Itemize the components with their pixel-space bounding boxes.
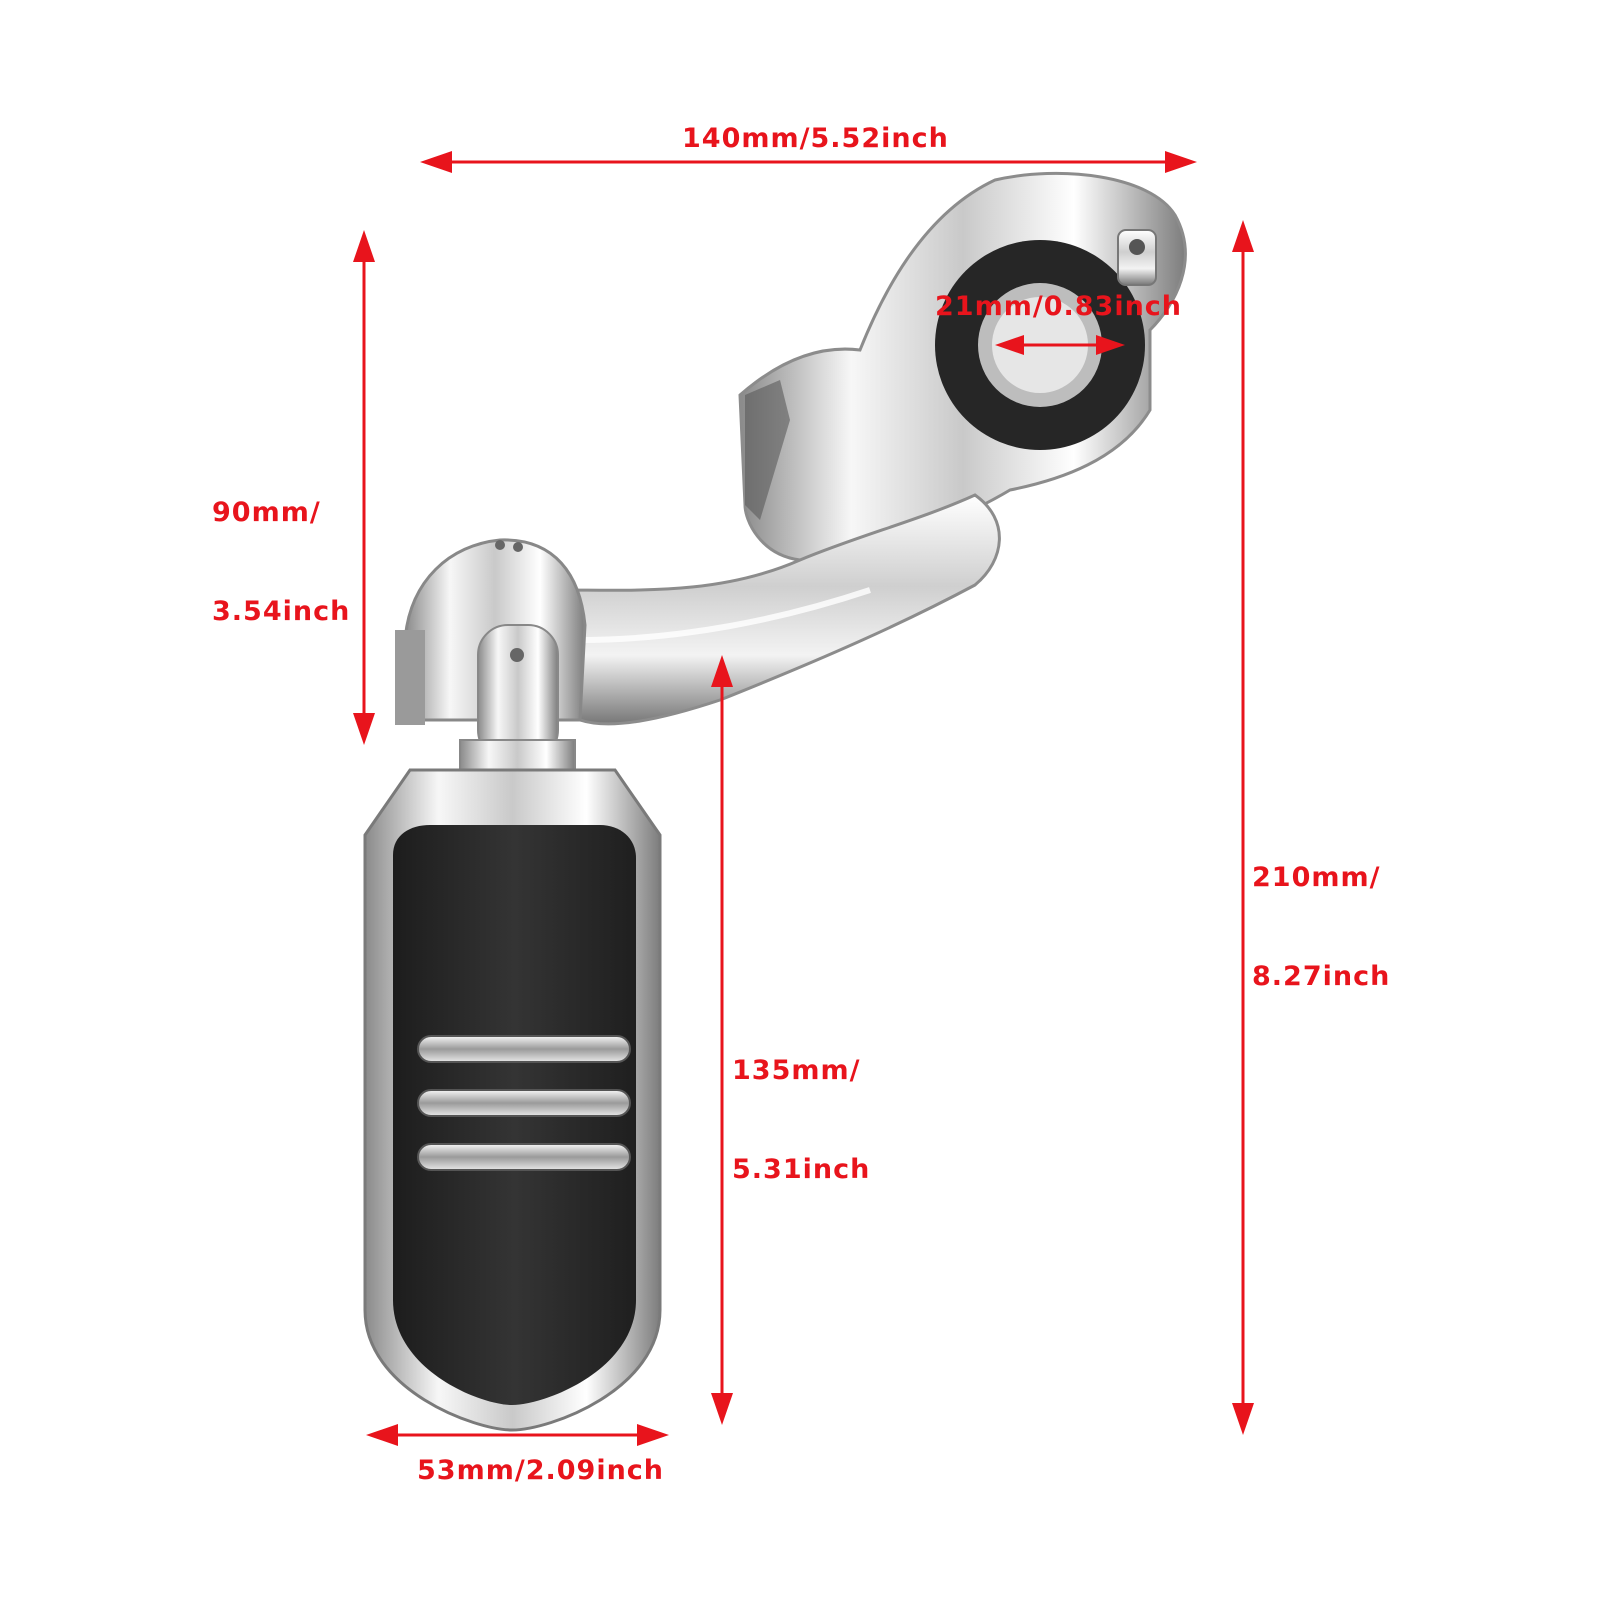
dimension-lines [353,151,1254,1446]
curved-arm [558,493,1001,726]
label-right-height: 210mm/ 8.27inch [1252,795,1390,1059]
label-right-height-line1: 210mm/ [1252,862,1381,893]
label-peg-width: 53mm/2.09inch [417,1455,665,1486]
pad-stripe [417,1035,631,1063]
label-peg-length-line1: 135mm/ [732,1055,861,1086]
pad-stripe [417,1089,631,1117]
label-clamp-diameter: 21mm/0.83inch [935,291,1183,322]
label-right-height-line2: 8.27inch [1252,961,1391,992]
label-top-width: 140mm/5.52inch [682,123,949,154]
label-peg-length: 135mm/ 5.31inch [732,988,870,1252]
label-left-height-line2: 3.54inch [212,596,351,627]
swivel-knuckle [395,538,587,781]
footpeg [363,768,662,1432]
label-peg-length-line2: 5.31inch [732,1154,871,1185]
pad-stripe [417,1143,631,1171]
label-left-height: 90mm/ 3.54inch [212,430,350,694]
label-left-height-line1: 90mm/ [212,497,321,528]
